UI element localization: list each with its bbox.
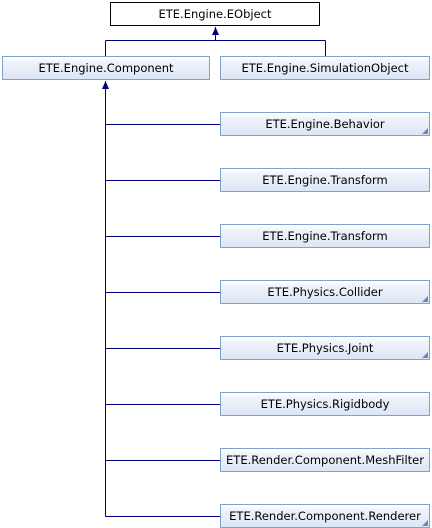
node-rigidbody[interactable]: ETE.Physics.Rigidbody	[220, 392, 430, 416]
node-label: ETE.Engine.Behavior	[265, 117, 385, 131]
node-component[interactable]: ETE.Engine.Component	[2, 56, 210, 80]
node-label: ETE.Render.Component.Renderer	[229, 509, 421, 523]
node-label: ETE.Physics.Rigidbody	[260, 397, 390, 411]
node-mesh-filter[interactable]: ETE.Render.Component.MeshFilter	[220, 448, 430, 472]
node-label: ETE.Engine.Transform	[262, 173, 388, 187]
node-label: ETE.Engine.Component	[38, 61, 174, 75]
node-label: ETE.Physics.Joint	[276, 341, 374, 355]
node-label: ETE.Engine.EObject	[158, 7, 272, 21]
node-label: ETE.Physics.Collider	[267, 285, 383, 299]
node-label: ETE.Engine.SimulationObject	[241, 61, 409, 75]
node-joint[interactable]: ETE.Physics.Joint	[220, 336, 430, 360]
node-renderer[interactable]: ETE.Render.Component.Renderer	[220, 504, 430, 528]
node-label: ETE.Engine.Transform	[262, 229, 388, 243]
node-collider[interactable]: ETE.Physics.Collider	[220, 280, 430, 304]
node-label: ETE.Render.Component.MeshFilter	[226, 453, 424, 467]
node-transform-1[interactable]: ETE.Engine.Transform	[220, 168, 430, 192]
node-transform-2[interactable]: ETE.Engine.Transform	[220, 224, 430, 248]
node-simulation-object[interactable]: ETE.Engine.SimulationObject	[220, 56, 430, 80]
node-behavior[interactable]: ETE.Engine.Behavior	[220, 112, 430, 136]
node-eobject[interactable]: ETE.Engine.EObject	[110, 2, 320, 26]
